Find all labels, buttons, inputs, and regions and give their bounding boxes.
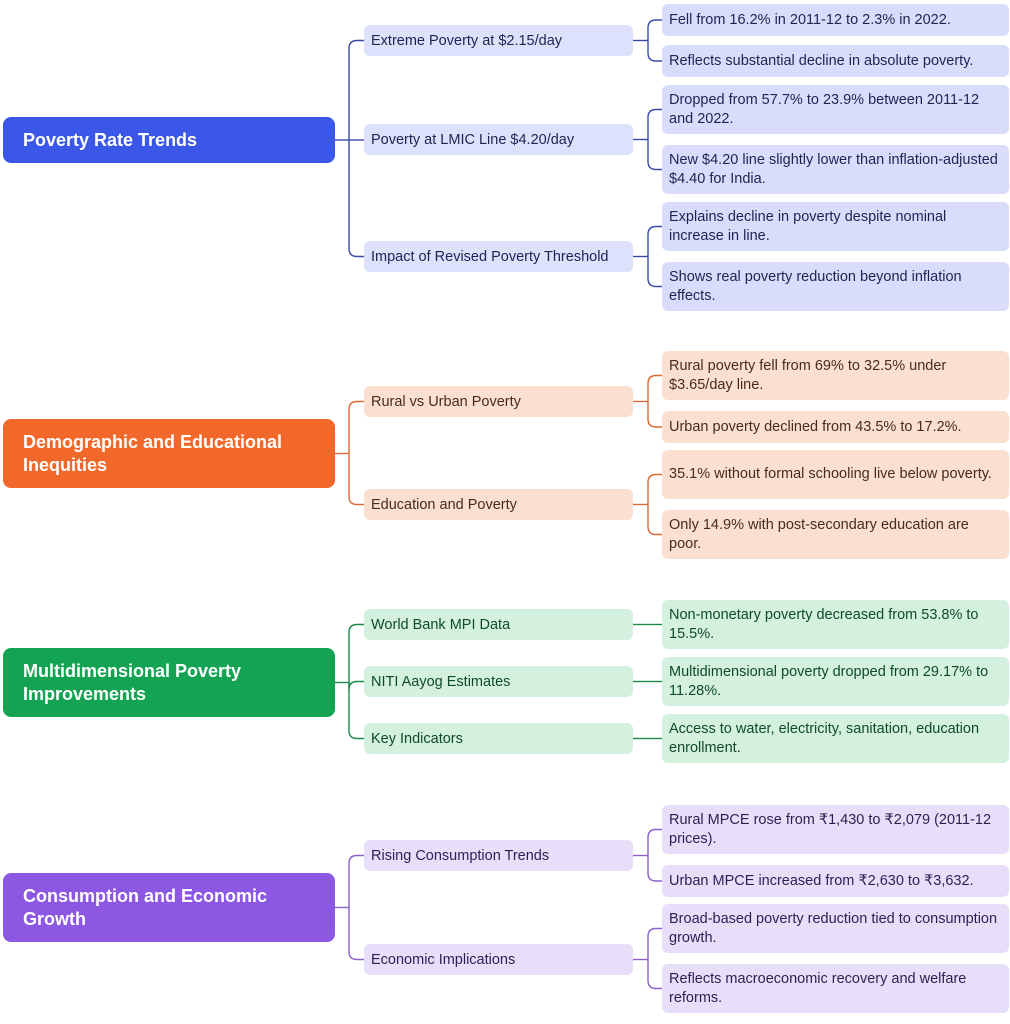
detail-node-3-1-0: Broad-based poverty reduction tied to co…	[662, 904, 1009, 953]
topic-node-education-and-poverty-connector-elbow-1	[647, 504, 662, 536]
detail-node-3-1-0-label: Broad-based poverty reduction tied to co…	[669, 910, 998, 946]
detail-node-1-1-0-label: 35.1% without formal schooling live belo…	[669, 466, 992, 482]
root-node-multidimensional-poverty-improvements-connector-elbow-1	[348, 680, 364, 690]
detail-node-0-2-0: Explains decline in poverty despite nomi…	[662, 202, 1009, 251]
topic-node-poverty-at-lmic-line-4-20-day-connector-elbow-1	[647, 139, 662, 171]
topic-node-niti-aayog-estimates: NITI Aayog Estimates	[364, 666, 633, 697]
root-node-demographic-and-educational-inequities-label: Demographic and Educational Inequities	[23, 431, 283, 475]
detail-node-1-0-0: Rural poverty fell from 69% to 32.5% und…	[662, 351, 1009, 400]
topic-node-impact-of-revised-poverty-threshold-connector-elbow-0	[647, 225, 662, 257]
detail-node-3-1-1-label: Reflects macroeconomic recovery and welf…	[669, 970, 967, 1006]
topic-node-key-indicators-label: Key Indicators	[371, 730, 463, 747]
topic-node-poverty-at-lmic-line-4-20-day: Poverty at LMIC Line $4.20/day	[364, 124, 633, 155]
detail-node-2-1-0: Multidimensional poverty dropped from 29…	[662, 657, 1009, 706]
detail-node-0-1-0: Dropped from 57.7% to 23.9% between 2011…	[662, 85, 1009, 134]
detail-node-1-0-1-label: Urban poverty declined from 43.5% to 17.…	[669, 418, 962, 435]
root-node-multidimensional-poverty-improvements-connector-elbow-0	[348, 623, 364, 683]
topic-node-impact-of-revised-poverty-threshold-connector-elbow-1	[647, 256, 662, 288]
root-node-demographic-and-educational-inequities-connector-elbow-0	[348, 400, 364, 454]
detail-node-3-0-0-label: Rural MPCE rose from ₹1,430 to ₹2,079 (2…	[669, 811, 992, 847]
topic-node-rural-vs-urban-poverty: Rural vs Urban Poverty	[364, 386, 633, 417]
detail-node-0-0-1: Reflects substantial decline in absolute…	[662, 45, 1009, 77]
topic-node-key-indicators: Key Indicators	[364, 723, 633, 754]
detail-node-2-1-0-label: Multidimensional poverty dropped from 29…	[669, 663, 989, 699]
detail-node-0-1-0-label: Dropped from 57.7% to 23.9% between 2011…	[669, 91, 980, 127]
detail-node-1-0-0-label: Rural poverty fell from 69% to 32.5% und…	[669, 357, 947, 393]
topic-node-rural-vs-urban-poverty-connector-elbow-1	[647, 401, 662, 428]
topic-node-impact-of-revised-poverty-threshold-label: Impact of Revised Poverty Threshold	[371, 248, 609, 265]
detail-node-1-1-1-label: Only 14.9% with post-secondary education…	[669, 516, 969, 552]
detail-node-2-0-0: Non-monetary poverty decreased from 53.8…	[662, 600, 1009, 649]
detail-node-0-0-0: Fell from 16.2% in 2011-12 to 2.3% in 20…	[662, 4, 1009, 36]
detail-node-2-2-0: Access to water, electricity, sanitation…	[662, 714, 1009, 763]
root-node-poverty-rate-trends-connector-elbow-0	[348, 39, 364, 140]
topic-node-rising-consumption-trends-label: Rising Consumption Trends	[371, 847, 550, 864]
topic-node-economic-implications-label: Economic Implications	[371, 951, 516, 968]
topic-node-economic-implications: Economic Implications	[364, 944, 633, 975]
topic-node-education-and-poverty-connector-elbow-0	[647, 473, 662, 505]
topic-node-niti-aayog-estimates-label: NITI Aayog Estimates	[371, 673, 511, 690]
topic-node-world-bank-mpi-data-label: World Bank MPI Data	[371, 616, 511, 633]
topic-node-rising-consumption-trends-connector-elbow-0	[647, 828, 662, 856]
detail-node-3-0-0: Rural MPCE rose from ₹1,430 to ₹2,079 (2…	[662, 805, 1009, 854]
topic-node-impact-of-revised-poverty-threshold: Impact of Revised Poverty Threshold	[364, 241, 633, 272]
detail-node-2-2-0-label: Access to water, electricity, sanitation…	[669, 720, 980, 756]
detail-node-3-0-1-label: Urban MPCE increased from ₹2,630 to ₹3,6…	[669, 872, 974, 889]
root-node-poverty-rate-trends-label: Poverty Rate Trends	[23, 129, 198, 150]
root-node-multidimensional-poverty-improvements: Multidimensional Poverty Improvements	[3, 648, 335, 717]
topic-node-rising-consumption-trends-connector-elbow-1	[647, 855, 662, 882]
detail-node-0-2-0-label: Explains decline in poverty despite nomi…	[669, 208, 947, 244]
detail-node-2-0-0-label: Non-monetary poverty decreased from 53.8…	[669, 606, 979, 642]
root-node-consumption-and-economic-growth: Consumption and Economic Growth	[3, 873, 335, 942]
topic-node-economic-implications-connector-elbow-1	[647, 959, 662, 990]
topic-node-rising-consumption-trends: Rising Consumption Trends	[364, 840, 633, 871]
root-node-poverty-rate-trends: Poverty Rate Trends	[3, 117, 335, 163]
topic-node-extreme-poverty-at-2-15-day-connector-elbow-1	[647, 40, 662, 62]
root-node-consumption-and-economic-growth-connector-elbow-0	[348, 854, 364, 908]
detail-node-0-1-1: New $4.20 line slightly lower than infla…	[662, 145, 1009, 194]
topic-node-education-and-poverty: Education and Poverty	[364, 489, 633, 520]
root-node-poverty-rate-trends-connector-elbow-2	[348, 140, 364, 258]
topic-node-rural-vs-urban-poverty-connector-elbow-0	[647, 374, 662, 402]
detail-node-1-1-0: 35.1% without formal schooling live belo…	[662, 450, 1009, 499]
root-node-demographic-and-educational-inequities: Demographic and Educational Inequities	[3, 419, 335, 488]
detail-node-0-1-1-label: New $4.20 line slightly lower than infla…	[669, 151, 998, 187]
detail-node-3-1-1: Reflects macroeconomic recovery and welf…	[662, 964, 1009, 1013]
detail-node-1-0-1: Urban poverty declined from 43.5% to 17.…	[662, 411, 1009, 443]
root-node-multidimensional-poverty-improvements-label: Multidimensional Poverty Improvements	[23, 660, 242, 704]
topic-node-rural-vs-urban-poverty-label: Rural vs Urban Poverty	[371, 393, 521, 410]
detail-node-3-0-1: Urban MPCE increased from ₹2,630 to ₹3,6…	[662, 865, 1009, 897]
detail-node-0-2-1-label: Shows real poverty reduction beyond infl…	[669, 268, 962, 304]
topic-node-economic-implications-connector-elbow-0	[647, 927, 662, 960]
topic-node-extreme-poverty-at-2-15-day-connector-elbow-0	[647, 19, 662, 41]
topic-node-extreme-poverty-at-2-15-day-label: Extreme Poverty at $2.15/day	[371, 32, 563, 49]
detail-node-0-0-1-label: Reflects substantial decline in absolute…	[669, 52, 974, 69]
topic-node-poverty-at-lmic-line-4-20-day-connector-elbow-0	[647, 108, 662, 140]
topic-node-extreme-poverty-at-2-15-day: Extreme Poverty at $2.15/day	[364, 25, 633, 56]
root-node-consumption-and-economic-growth-connector-elbow-1	[348, 907, 364, 961]
topic-node-poverty-at-lmic-line-4-20-day-label: Poverty at LMIC Line $4.20/day	[371, 131, 575, 148]
root-node-demographic-and-educational-inequities-connector-elbow-1	[348, 453, 364, 506]
detail-node-0-0-0-label: Fell from 16.2% in 2011-12 to 2.3% in 20…	[669, 11, 951, 28]
detail-node-0-2-1: Shows real poverty reduction beyond infl…	[662, 262, 1009, 311]
detail-node-1-1-1: Only 14.9% with post-secondary education…	[662, 510, 1009, 559]
root-node-consumption-and-economic-growth-label: Consumption and Economic Growth	[23, 885, 268, 929]
topic-node-education-and-poverty-label: Education and Poverty	[371, 496, 517, 513]
topic-node-world-bank-mpi-data: World Bank MPI Data	[364, 609, 633, 640]
root-node-multidimensional-poverty-improvements-connector-elbow-2	[348, 682, 364, 740]
